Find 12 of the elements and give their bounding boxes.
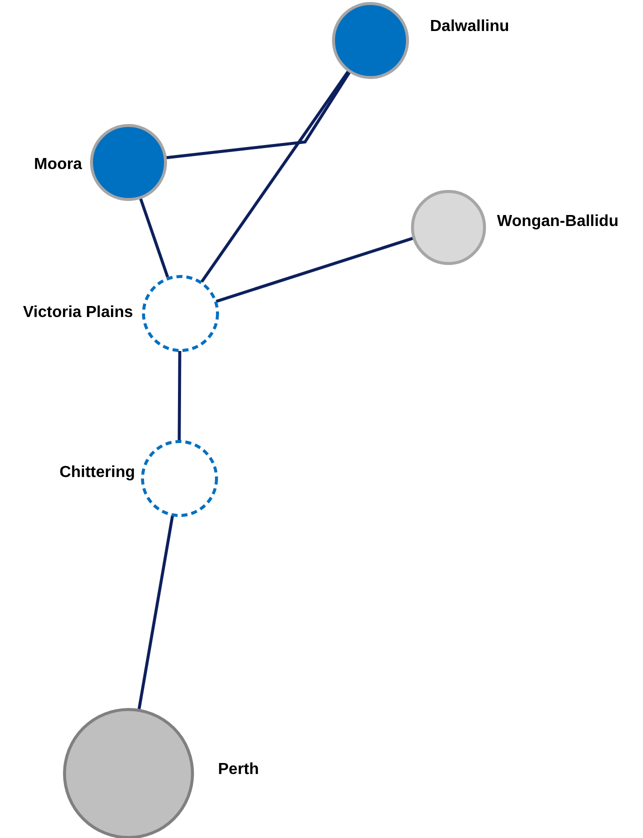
place-label: Moora [34, 155, 82, 175]
place-label: Victoria Plains [23, 303, 133, 323]
place-label: Dalwallinu [430, 17, 510, 37]
place-label: Chittering [59, 463, 135, 483]
connector-line [138, 515, 174, 710]
connector-line [200, 70, 350, 283]
connector-line [138, 197, 170, 278]
place-label: Wongan-Ballidu [497, 212, 618, 232]
connector-line [216, 236, 414, 303]
connector-line [178, 350, 182, 440]
place-label: Perth [218, 760, 259, 780]
connector-line [166, 71, 351, 160]
